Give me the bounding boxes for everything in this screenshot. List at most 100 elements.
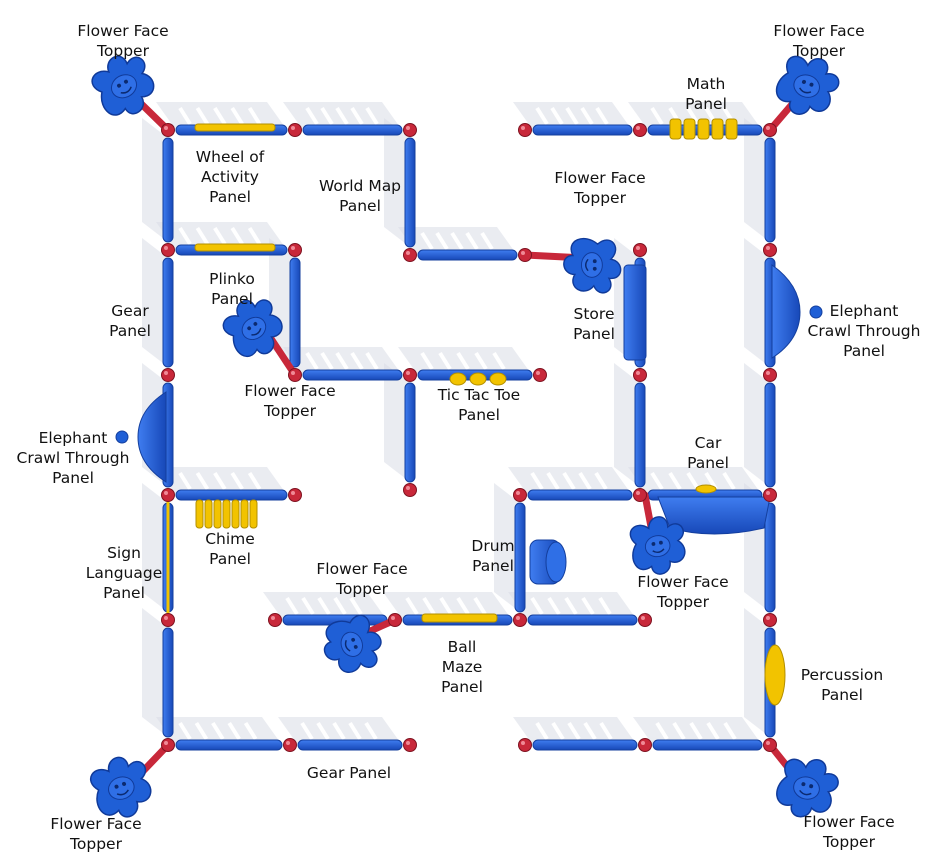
wall-panel <box>532 739 638 751</box>
wall-panel <box>297 739 403 751</box>
post <box>533 368 547 382</box>
shadow-slot <box>305 106 319 126</box>
post <box>288 243 302 257</box>
post-highlight <box>291 126 295 130</box>
shadow-slot <box>706 721 720 741</box>
shadow-slot <box>535 106 549 126</box>
shadow-slot <box>650 471 664 491</box>
shadow-slot <box>195 226 210 246</box>
shadow-slot <box>195 106 210 126</box>
chime-tube <box>249 499 258 529</box>
percussion-accent <box>764 644 786 706</box>
wall-panel <box>289 257 301 368</box>
post-highlight <box>291 491 295 495</box>
shadow-slot <box>474 351 488 371</box>
shadow-slot <box>580 106 594 126</box>
tic-tac-toe-piece <box>449 372 467 386</box>
post <box>161 243 175 257</box>
shadow-slot <box>405 596 419 616</box>
label-flower-bl: Flower Face Topper <box>50 815 142 853</box>
wall-panel <box>404 382 416 483</box>
shadow-slot <box>439 596 453 616</box>
post-highlight <box>766 491 770 495</box>
label-gear-panel-left: Gear Panel <box>109 302 151 340</box>
math-block <box>669 118 682 140</box>
wall-panel <box>514 502 526 613</box>
shadow-slot <box>194 721 209 741</box>
wall-panel <box>302 124 403 136</box>
post-highlight <box>406 486 410 490</box>
shadow-slot <box>243 721 258 741</box>
shadow-slot <box>565 106 579 126</box>
post-highlight <box>286 741 290 745</box>
post <box>403 483 417 497</box>
label-ball-maze-panel: Ball Maze Panel <box>441 638 483 696</box>
post-highlight <box>636 371 640 375</box>
shadow-slot <box>595 106 609 126</box>
wall-panel <box>634 382 646 488</box>
label-elephant-right: Elephant Crawl Through Panel <box>807 302 921 360</box>
shadow-slot <box>420 231 434 251</box>
label-drum-panel: Drum Panel <box>471 537 515 575</box>
label-flower-tr: Flower Face Topper <box>773 22 865 60</box>
post-highlight <box>164 491 168 495</box>
post-highlight <box>636 491 640 495</box>
post <box>283 738 297 752</box>
label-flower-center-top: Flower Face Topper <box>554 169 646 207</box>
wall-panel <box>764 137 776 243</box>
shadow-slot <box>335 351 349 371</box>
wall-shadow <box>142 483 168 612</box>
shadow-slot <box>598 596 612 616</box>
post-highlight <box>636 246 640 250</box>
wall-panel <box>764 382 776 488</box>
shadow-slot <box>530 471 544 491</box>
post <box>513 488 527 502</box>
shadow-slot <box>350 106 364 126</box>
shadow-slot <box>422 596 436 616</box>
wall-panel <box>532 124 633 136</box>
label-wheel-panel: Wheel of Activity Panel <box>195 148 265 206</box>
math-block <box>683 118 696 140</box>
shadow-slot <box>247 471 262 491</box>
post <box>763 488 777 502</box>
chime-tube <box>213 499 222 529</box>
shadow-slot <box>722 471 736 491</box>
shadow-slot <box>247 106 262 126</box>
post-highlight <box>164 126 168 130</box>
post-highlight <box>406 371 410 375</box>
shadow-slot <box>581 596 595 616</box>
post-highlight <box>766 246 770 250</box>
shadow-slot <box>230 226 244 246</box>
shadow-slot <box>686 106 700 126</box>
features-layer <box>115 118 823 706</box>
shadow-slot <box>247 226 262 246</box>
wall-shadow <box>384 118 410 247</box>
post <box>633 368 647 382</box>
shadow-slot <box>301 596 315 616</box>
math-block <box>697 118 710 140</box>
wall-panel <box>302 369 403 381</box>
label-chime-panel: Chime Panel <box>205 530 255 568</box>
post-highlight <box>766 741 770 745</box>
shadow-slot <box>178 721 192 741</box>
shadow-slot <box>578 471 592 491</box>
wall-panel <box>527 614 638 626</box>
post <box>638 613 652 627</box>
wall-panel <box>162 627 174 738</box>
wall-shadow <box>744 363 770 487</box>
post <box>403 248 417 262</box>
post-highlight <box>406 741 410 745</box>
wall-shadow <box>384 363 410 482</box>
wall-panel <box>417 249 518 261</box>
chime-tube <box>222 499 231 529</box>
shadow-slot <box>583 721 597 741</box>
tic-tac-toe-piece <box>469 372 487 386</box>
wall-shadow <box>744 118 770 242</box>
shadow-slot <box>438 351 452 371</box>
shadow-slot <box>320 351 334 371</box>
shadow-slot <box>547 596 561 616</box>
shadow-slot <box>456 351 470 371</box>
shadow-slot <box>365 106 379 126</box>
shadow-slot <box>178 226 192 246</box>
post-highlight <box>406 126 410 130</box>
